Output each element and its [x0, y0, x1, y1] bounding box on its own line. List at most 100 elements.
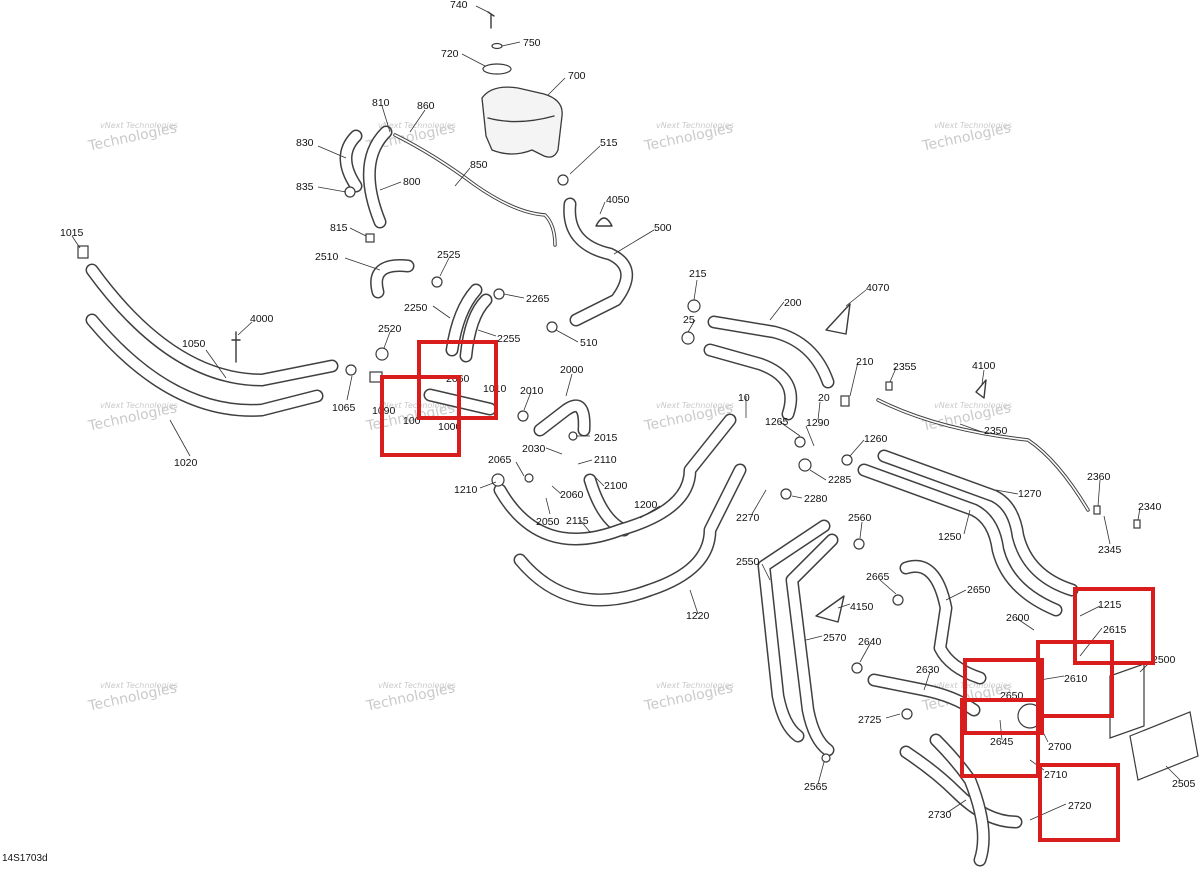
callout-740: 740: [450, 0, 468, 11]
watermark-text: vNext Technologies: [934, 681, 1012, 690]
radiator-grille-part: [1129, 711, 1199, 781]
screw-part: [487, 11, 495, 29]
callout-2615: 2615: [1103, 624, 1127, 636]
callout-4000: 4000: [250, 313, 274, 325]
callout-2570: 2570: [823, 632, 847, 644]
callout-515: 515: [600, 137, 618, 149]
watermark-text: vNext Technologies: [100, 401, 178, 410]
callout-2510: 2510: [315, 251, 339, 263]
callout-1000: 1000: [438, 421, 462, 433]
callout-2730: 2730: [928, 809, 952, 821]
clamp-part: [681, 331, 695, 345]
callout-2060-b: 2060: [560, 489, 584, 501]
callout-1270: 1270: [1018, 488, 1042, 500]
callout-2700: 2700: [1048, 741, 1072, 753]
callout-2350: 2350: [984, 425, 1008, 437]
callout-1290: 1290: [806, 417, 830, 429]
callout-500: 500: [654, 222, 672, 234]
highlight-box: [960, 698, 1040, 778]
callout-2610: 2610: [1064, 673, 1088, 685]
callout-700: 700: [568, 70, 586, 82]
highlight-box: [1036, 640, 1114, 718]
callout-750: 750: [523, 37, 541, 49]
callout-860: 860: [417, 100, 435, 112]
leader-lines: [71, 5, 1181, 821]
fitting-part: [840, 395, 850, 407]
callout-labels: 740 750 720 700 810 860 830 850 800 835 …: [60, 0, 1196, 821]
callout-800: 800: [403, 176, 421, 188]
coolant-tank-part: [481, 86, 563, 158]
clamp-part: [568, 431, 578, 441]
callout-510: 510: [580, 337, 598, 349]
callout-1220: 1220: [686, 610, 710, 622]
clamp-part: [687, 299, 701, 313]
watermark-text: vNext Technologies: [100, 681, 178, 690]
bracket-part: [815, 595, 845, 623]
callout-2650-a: 2650: [967, 584, 991, 596]
clamp-part: [491, 473, 505, 487]
callout-10: 10: [738, 392, 750, 404]
callout-4050: 4050: [606, 194, 630, 206]
callout-2280: 2280: [804, 493, 828, 505]
callout-850: 850: [470, 159, 488, 171]
clamp-part: [821, 753, 831, 763]
callout-2560: 2560: [848, 512, 872, 524]
callout-25: 25: [683, 314, 695, 326]
highlight-box: [1038, 763, 1120, 842]
callout-2340: 2340: [1138, 501, 1162, 513]
clamp-part: [557, 174, 569, 186]
callout-720: 720: [441, 48, 459, 60]
callout-100: 100: [403, 415, 421, 427]
fitting-part: [1093, 505, 1101, 515]
tank-strap: [487, 115, 555, 123]
clamp-part: [851, 662, 863, 674]
watermark-text: vNext Technologies: [100, 121, 178, 130]
callout-1050: 1050: [182, 338, 206, 350]
radiator-part: [1109, 663, 1145, 739]
callout-1250: 1250: [938, 531, 962, 543]
callout-1015: 1015: [60, 227, 84, 239]
watermark-text: vNext Technologies: [378, 121, 456, 130]
watermark-text: vNext Technologies: [378, 681, 456, 690]
cap-part: [595, 217, 613, 227]
callout-2505: 2505: [1172, 778, 1196, 790]
watermark-text: vNext Technologies: [656, 401, 734, 410]
callout-1265: 1265: [765, 416, 789, 428]
clamp-part: [853, 538, 865, 550]
clamp-part: [517, 410, 529, 422]
callout-2065: 2065: [488, 454, 512, 466]
callout-4070: 4070: [866, 282, 890, 294]
callout-2710: 2710: [1044, 769, 1068, 781]
callout-2645: 2645: [990, 736, 1014, 748]
fitting-part: [77, 245, 89, 259]
pressure-cap-part: [482, 63, 512, 75]
washer-part: [491, 42, 503, 50]
callout-2725: 2725: [858, 714, 882, 726]
callout-2110: 2110: [594, 454, 617, 466]
callout-815: 815: [330, 222, 348, 234]
fitting-part: [365, 233, 375, 243]
bracket-part: [975, 379, 987, 399]
callout-2250: 2250: [404, 302, 428, 314]
callout-2010: 2010: [520, 385, 544, 397]
fitting-part: [1133, 519, 1141, 529]
callout-2550: 2550: [736, 556, 760, 568]
clamp-part: [344, 186, 356, 198]
callout-2360: 2360: [1087, 471, 1111, 483]
callout-835: 835: [296, 181, 314, 193]
highlight-box: [380, 375, 461, 457]
callout-1065: 1065: [332, 402, 356, 414]
parts-artwork: [77, 11, 1199, 867]
callout-2565: 2565: [804, 781, 828, 793]
callout-2355: 2355: [893, 361, 917, 373]
callout-2015: 2015: [594, 432, 618, 444]
callout-2720: 2720: [1068, 800, 1092, 812]
clamp-part: [431, 276, 443, 288]
callout-2000: 2000: [560, 364, 584, 376]
bracket-part: [825, 303, 851, 335]
callout-2100: 2100: [604, 480, 628, 492]
clamp-part: [841, 454, 853, 466]
clamp-part: [546, 321, 558, 333]
callout-2525: 2525: [437, 249, 461, 261]
